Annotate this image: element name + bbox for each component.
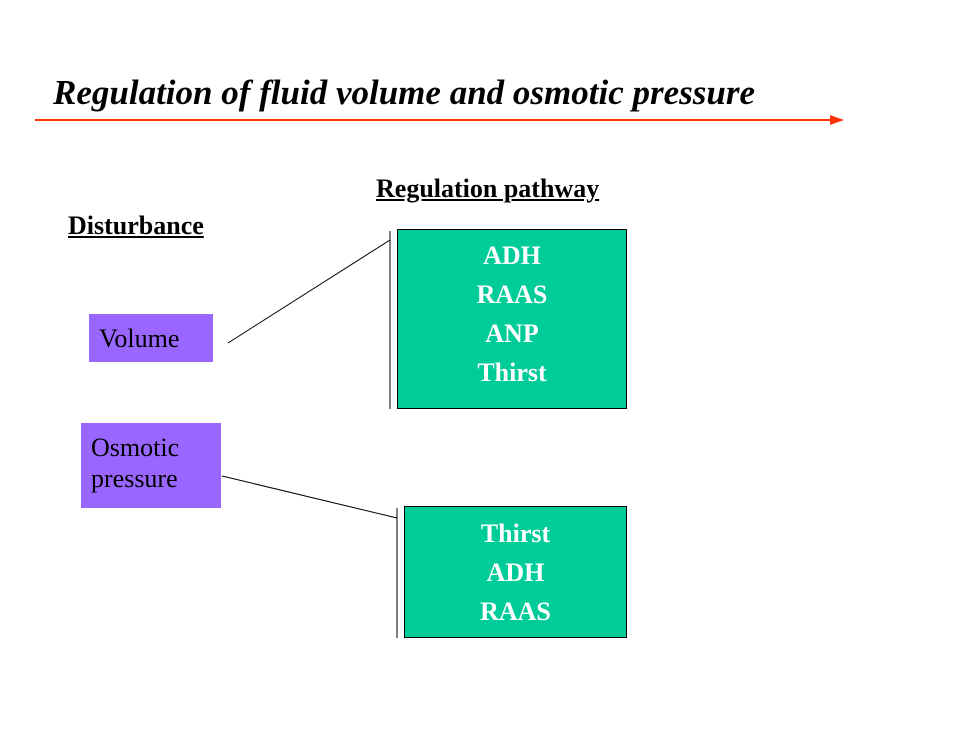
volume-label: Volume <box>99 324 180 353</box>
osmotic-label-line1: Osmotic <box>91 433 180 462</box>
osmotic-pathway-box: Thirst ADH RAAS <box>404 506 627 638</box>
volume-connector-line <box>227 239 391 344</box>
regulation-pathway-heading: Regulation pathway <box>376 174 600 203</box>
pathway-item: Thirst <box>480 519 551 548</box>
volume-disturbance-box: Volume <box>89 314 213 362</box>
osmotic-label-line2: pressure <box>91 464 178 493</box>
osmotic-pressure-disturbance-box: Osmotic pressure <box>81 423 221 508</box>
disturbance-heading: Disturbance <box>68 211 204 240</box>
slide-title: Regulation of fluid volume and osmotic p… <box>53 73 755 112</box>
pathway-item: ADH <box>486 558 545 587</box>
pathway-item: RAAS <box>476 280 548 309</box>
pathway-item: ADH <box>483 241 541 270</box>
pathway-item: ANP <box>485 319 539 348</box>
pathway-item: RAAS <box>480 597 551 626</box>
volume-pathway-box: ADH RAAS ANP Thirst <box>397 229 627 409</box>
osmotic-connector-line <box>221 475 398 519</box>
pathway-item: Thirst <box>477 358 547 387</box>
